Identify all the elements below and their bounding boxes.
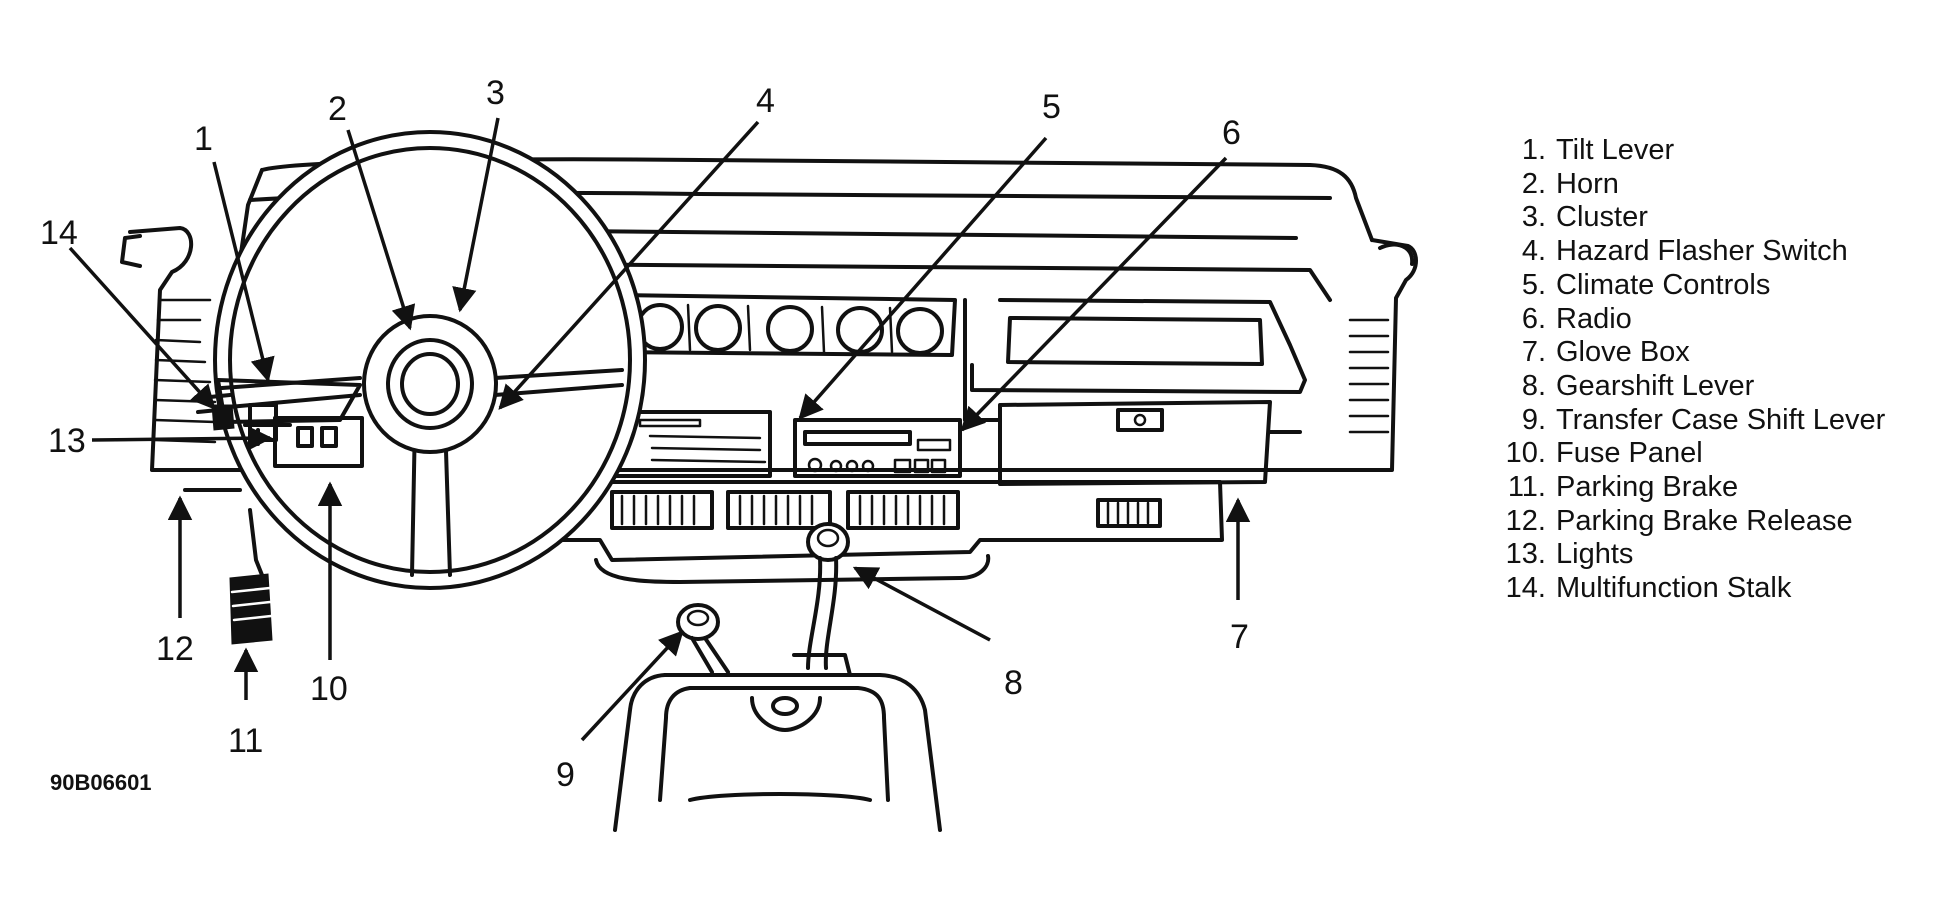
leader-lines [68,117,1251,742]
callout-13: 13 [48,422,86,460]
legend-label: Tilt Lever [1556,134,1675,166]
leader-2 [346,129,416,331]
callout-14: 14 [40,214,78,252]
legend-item-8: 8. Gearshift Lever [1496,370,1936,404]
dash-tray [963,298,1307,422]
leader-5 [798,136,1048,420]
leader-6 [960,156,1228,432]
legend-label: Fuse Panel [1556,437,1703,470]
legend-num: 14. [1505,572,1546,605]
legend-item-12: 12. Parking Brake Release [1496,505,1936,539]
center-console [613,673,942,832]
legend-item-10: 10. Fuse Panel [1496,437,1936,471]
parking-brake [183,488,273,645]
legend-num: 13. [1505,538,1546,571]
callout-6: 6 [1222,114,1241,152]
leader-13 [91,425,273,451]
legend-item-11: 11. Parking Brake [1496,471,1936,505]
legend-num: 5. [1521,268,1546,301]
legend-num: 3. [1521,201,1546,234]
legend-label: Parking Brake [1556,471,1739,504]
callout-2: 2 [328,90,347,128]
legend-label: Cluster [1556,201,1648,234]
legend-label: Parking Brake Release [1556,504,1853,537]
callout-numbers: 1 2 3 4 5 6 7 8 9 10 11 12 13 14 [40,74,1249,794]
legend-item-14: 14. Multifunction Stalk [1496,572,1936,606]
legend-num: 1. [1521,134,1546,166]
legend-item-6: 6. Radio [1496,303,1936,337]
transfer-case-lever [676,603,730,674]
steering-column [196,378,364,468]
legend-label: Transfer Case Shift Lever [1556,403,1886,436]
legend-label: Glove Box [1556,336,1690,369]
legend-label: Climate Controls [1556,268,1771,301]
legend-item-7: 7. Glove Box [1496,336,1936,370]
legend-item-5: 5. Climate Controls [1496,269,1936,303]
legend: 1. Tilt Lever 2. Horn 3. Cluster 4. Hazard F… [1496,134,1936,606]
leader-1 [212,161,275,383]
radio [793,418,962,478]
callout-4: 4 [756,82,775,120]
legend-num: 11. [1507,471,1546,504]
legend-item-3: 3. Cluster [1496,201,1936,235]
callout-12: 12 [156,630,194,668]
figure-id: 90B06601 [50,770,152,795]
legend-item-4: 4. Hazard Flasher Switch [1496,235,1936,269]
legend-num: 2. [1521,167,1546,200]
legend-num: 9. [1521,403,1546,436]
glove-box [973,400,1302,486]
legend-num: 7. [1521,336,1546,369]
legend-num: 4. [1521,235,1546,268]
legend-item-2: 2. Horn [1496,168,1936,202]
callout-1: 1 [194,120,213,158]
gearshift [792,522,852,677]
callout-9: 9 [556,756,575,794]
callout-8: 8 [1004,664,1023,702]
legend-label: Radio [1556,302,1632,335]
legend-item-1: 1. Tilt Lever [1496,134,1936,168]
callout-5: 5 [1042,88,1061,126]
leader-14 [68,246,216,410]
legend-num: 8. [1521,369,1546,402]
legend-label: Multifunction Stalk [1556,572,1792,605]
leader-8 [852,566,991,642]
leader-9 [580,630,684,742]
legend-item-9: 9. Transfer Case Shift Lever [1496,404,1936,438]
callout-10: 10 [310,670,348,708]
legend-num: 10. [1505,437,1546,470]
legend-label: Horn [1556,167,1619,200]
legend-label: Hazard Flasher Switch [1556,235,1848,268]
legend-num: 6. [1521,302,1546,335]
steering-wheel [213,130,647,590]
callout-3: 3 [486,74,505,112]
legend-item-13: 13. Lights [1496,538,1936,572]
legend-label: Lights [1556,538,1634,571]
leader-4 [498,120,760,410]
legend-label: Gearshift Lever [1556,369,1755,402]
callout-11: 11 [228,722,263,760]
leader-3 [452,117,500,313]
legend-num: 12. [1505,504,1546,537]
callout-7: 7 [1230,618,1249,656]
